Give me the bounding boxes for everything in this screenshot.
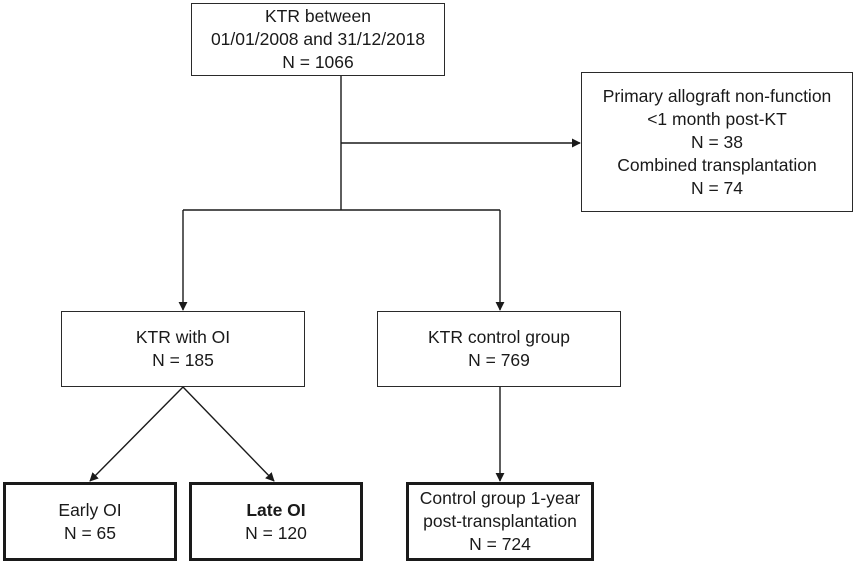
box-ktr-control-group: KTR control group N = 769 (377, 311, 621, 387)
excluded-line-2: <1 month post-KT (647, 108, 787, 129)
box-oi-title: KTR with OI (135, 327, 231, 347)
box-control-count: N = 769 (468, 350, 530, 370)
box-early-oi-count: N = 65 (63, 522, 117, 543)
box-control-title: KTR control group (427, 327, 570, 347)
box-early-oi: Early OI N = 65 (3, 482, 177, 561)
excluded-line-1: Primary allograft non-function (602, 85, 832, 106)
box-late-oi-count: N = 120 (245, 522, 307, 543)
box-early-oi-title: Early OI (58, 499, 122, 520)
excluded-count-1: N = 38 (690, 131, 744, 152)
box-control-1yr-count: N = 724 (469, 534, 531, 554)
arrow-to-early-oi (89, 386, 184, 482)
box-control-1yr-line-1: Control group 1-year (419, 488, 581, 508)
arrow-to-late-oi (182, 386, 275, 482)
box-ktr-total-line-2: 01/01/2008 and 31/12/2018 (210, 29, 426, 49)
excluded-count-2: N = 74 (690, 177, 744, 198)
box-late-oi: Late OI N = 120 (189, 482, 363, 561)
box-ktr-total: KTR between 01/01/2008 and 31/12/2018 N … (191, 3, 445, 76)
box-control-1yr: Control group 1-year post-transplantatio… (406, 482, 594, 561)
box-control-1yr-line-2: post-transplantation (423, 511, 577, 531)
box-ktr-total-count: N = 1066 (282, 52, 354, 72)
box-ktr-with-oi: KTR with OI N = 185 (61, 311, 305, 387)
excluded-line-3: Combined transplantation (617, 154, 817, 175)
box-ktr-total-line-1: KTR between (264, 6, 372, 26)
box-late-oi-title: Late OI (246, 499, 306, 520)
box-oi-count: N = 185 (152, 350, 214, 370)
box-excluded: Primary allograft non-function <1 month … (581, 72, 853, 212)
